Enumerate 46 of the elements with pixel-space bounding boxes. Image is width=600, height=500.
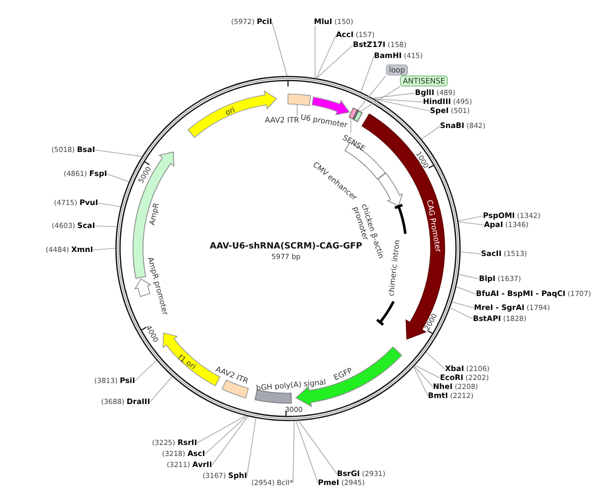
leader-line: [421, 126, 440, 140]
leader-line: [458, 221, 484, 226]
feature-box: [288, 93, 312, 106]
leader-line: [98, 202, 121, 208]
feature-block: [134, 278, 152, 297]
leader-line: [94, 226, 118, 228]
leader-line: [92, 248, 116, 250]
leader-line: [458, 216, 484, 222]
leader-line: [298, 420, 338, 474]
leader-line: [212, 416, 248, 466]
leader-line: [316, 34, 336, 79]
leader-line: [94, 150, 142, 157]
leader-line: [296, 103, 298, 116]
leader-line: [314, 26, 316, 78]
feature-block: [377, 173, 402, 207]
leader-line: [374, 98, 430, 112]
leader-line: [150, 376, 173, 402]
leader-line: [414, 365, 440, 378]
leader-line: [450, 307, 474, 320]
leader-line: [452, 302, 474, 308]
leader-line: [106, 174, 130, 182]
leader-line: [316, 44, 354, 79]
leader-line: [372, 92, 416, 99]
leader-line: [360, 86, 400, 112]
leader-line: [360, 56, 374, 92]
leader-line: [413, 366, 428, 396]
plasmid-title: AAV-U6-shRNA(SCRM)-CAG-GFP: [210, 242, 362, 252]
leader-line: [350, 117, 352, 134]
leader-line: [272, 22, 288, 76]
leader-line: [414, 366, 434, 388]
leader-line: [426, 352, 446, 370]
feature-box: [255, 390, 292, 404]
feature-box: [354, 110, 363, 122]
leader-line: [458, 274, 480, 280]
leader-line: [373, 98, 424, 102]
leader-line: [456, 286, 476, 294]
leader-line: [204, 416, 248, 454]
leader-line: [196, 415, 246, 444]
feature-block: [132, 151, 174, 278]
leader-line: [246, 418, 256, 476]
leader-line: [296, 420, 318, 484]
leader-line: [358, 75, 386, 111]
leader-line: [292, 420, 295, 484]
feature-block: [312, 96, 350, 115]
leader-line: [460, 252, 482, 254]
leader-line: [134, 360, 157, 382]
